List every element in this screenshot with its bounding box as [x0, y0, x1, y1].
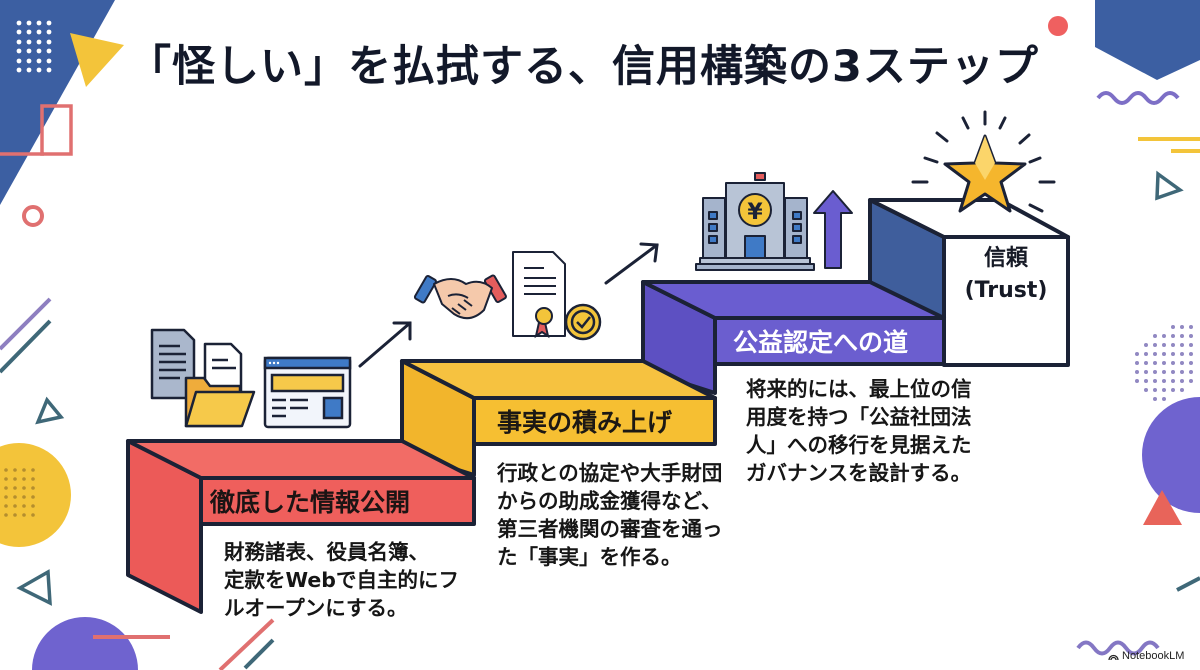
web-page-icon [263, 356, 352, 429]
award-ribbon-icon [534, 307, 553, 339]
deco-coral-rectangle [40, 104, 73, 156]
step3-label: 公益認定への道 [733, 328, 909, 357]
check-badge-icon [564, 303, 602, 341]
handshake-icon [413, 274, 507, 320]
step3-description: 将来的には、最上位の信 用度を持つ「公益社団法 人」への移行を見据えた ガバナン… [746, 377, 972, 485]
notebooklm-logo-icon [1108, 654, 1119, 660]
deco-line [0, 297, 52, 351]
arrow-icon [358, 321, 412, 368]
arrow-icon [604, 242, 659, 285]
deco-dot-halftone-icon [1135, 325, 1193, 401]
slide-title: 「怪しい」を払拭する、信用構築の3ステップ [128, 42, 1039, 92]
deco-yellow-circle [0, 443, 71, 547]
step2-block [400, 359, 717, 477]
yen-bank-building-icon [695, 172, 815, 271]
deco-purple-circle [32, 617, 138, 670]
document-icon [150, 328, 196, 400]
notebooklm-branding: NotebookLM [1108, 650, 1184, 662]
step1-description: 財務諸表、役員名簿、 定款をWebで自主的にフ ルオープンにする。 [224, 540, 459, 620]
step3-block [641, 280, 946, 395]
svg-text:¥: ¥ [747, 200, 763, 225]
deco-teal-triangle [35, 396, 65, 425]
deco-yellow-triangle [70, 33, 124, 87]
shining-star-icon [911, 110, 1056, 213]
step2-label: 事実の積み上げ [497, 408, 673, 437]
up-arrow-icon [813, 190, 853, 269]
deco-line [0, 319, 52, 374]
folder-icon [184, 376, 256, 428]
deco-wave [1076, 640, 1160, 656]
step1-block [126, 439, 476, 614]
deco-wave [1096, 91, 1180, 105]
deco-dot-grid-icon [16, 20, 52, 73]
deco-purple-circle [1142, 397, 1200, 513]
deco-coral-dot [1048, 16, 1068, 36]
deco-blue-pentagon [1095, 0, 1200, 80]
deco-teal-triangle [16, 569, 52, 606]
deco-coral-triangle [1143, 490, 1182, 525]
step1-label: 徹底した情報公開 [210, 488, 411, 517]
goal-label: 信頼 (Trust) [964, 246, 1048, 303]
deco-coral-ring [22, 205, 44, 227]
deco-teal-triangle [1155, 170, 1184, 201]
step2-description: 行政との協定や大手財団 からの助成金獲得など、 第三者機関の審査を通っ た「事実… [497, 461, 723, 569]
